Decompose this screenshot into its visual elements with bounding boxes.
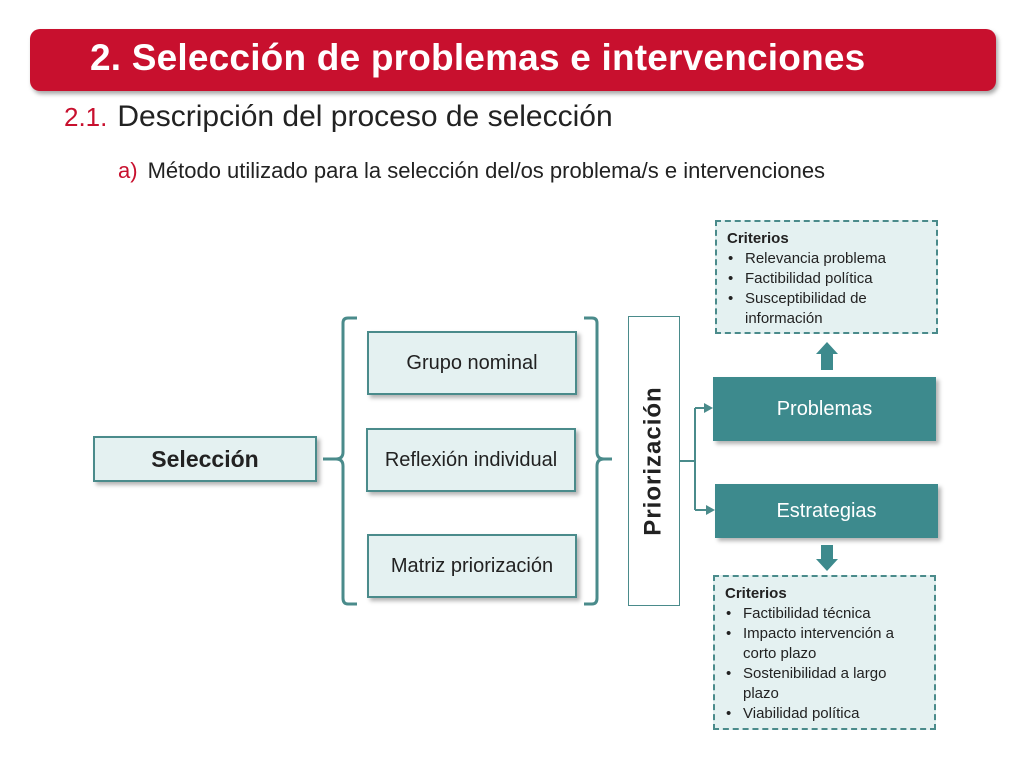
- right-brace: [584, 316, 612, 606]
- method-grupo-nominal: Grupo nominal: [367, 331, 577, 395]
- section-number: 2.1.: [64, 102, 108, 132]
- method-reflexion-individual: Reflexión individual: [366, 428, 576, 492]
- fork-connector: [680, 407, 706, 511]
- criteria-list: Factibilidad técnica Impacto intervenció…: [725, 604, 924, 724]
- up-arrow-icon: [816, 342, 838, 370]
- criteria-item: Viabilidad política: [725, 704, 924, 724]
- criteria-item: Factibilidad política: [727, 269, 926, 289]
- method-item: a) Método utilizado para la selección del…: [118, 158, 825, 184]
- section-heading: 2.1. Descripción del proceso de selección: [64, 100, 613, 134]
- left-brace: [323, 316, 357, 606]
- criteria-problemas-box: Criterios Relevancia problema Factibilid…: [715, 220, 938, 334]
- criteria-title: Criterios: [727, 230, 789, 247]
- criteria-estrategias-box: Criterios Factibilidad técnica Impacto i…: [713, 575, 936, 730]
- section-heading-text: Descripción del proceso de selección: [117, 100, 613, 133]
- item-text: Método utilizado para la selección del/o…: [147, 158, 826, 183]
- title-banner: 2. Selección de problemas e intervencion…: [30, 29, 996, 91]
- criteria-title: Criterios: [725, 585, 787, 602]
- arrowhead-problemas: [704, 403, 713, 413]
- arrowhead-estrategias: [706, 505, 715, 515]
- criteria-list: Relevancia problema Factibilidad polític…: [727, 249, 926, 329]
- criteria-item: Impacto intervención a corto plazo: [725, 624, 924, 664]
- estrategias-box: Estrategias: [715, 484, 938, 538]
- seleccion-box: Selección: [93, 436, 317, 482]
- criteria-item: Relevancia problema: [727, 249, 926, 269]
- priorizacion-label: Priorización: [640, 386, 667, 536]
- item-marker: a): [118, 158, 138, 183]
- criteria-item: Factibilidad técnica: [725, 604, 924, 624]
- problemas-box: Problemas: [713, 377, 936, 441]
- criteria-item: Sostenibilidad a largo plazo: [725, 664, 924, 704]
- priorizacion-box: Priorización: [628, 316, 680, 606]
- down-arrow-icon: [816, 545, 838, 571]
- method-matriz-priorizacion: Matriz priorización: [367, 534, 577, 598]
- slide-title: 2. Selección de problemas e intervencion…: [90, 37, 866, 78]
- criteria-item: Susceptibilidad de información: [727, 289, 926, 329]
